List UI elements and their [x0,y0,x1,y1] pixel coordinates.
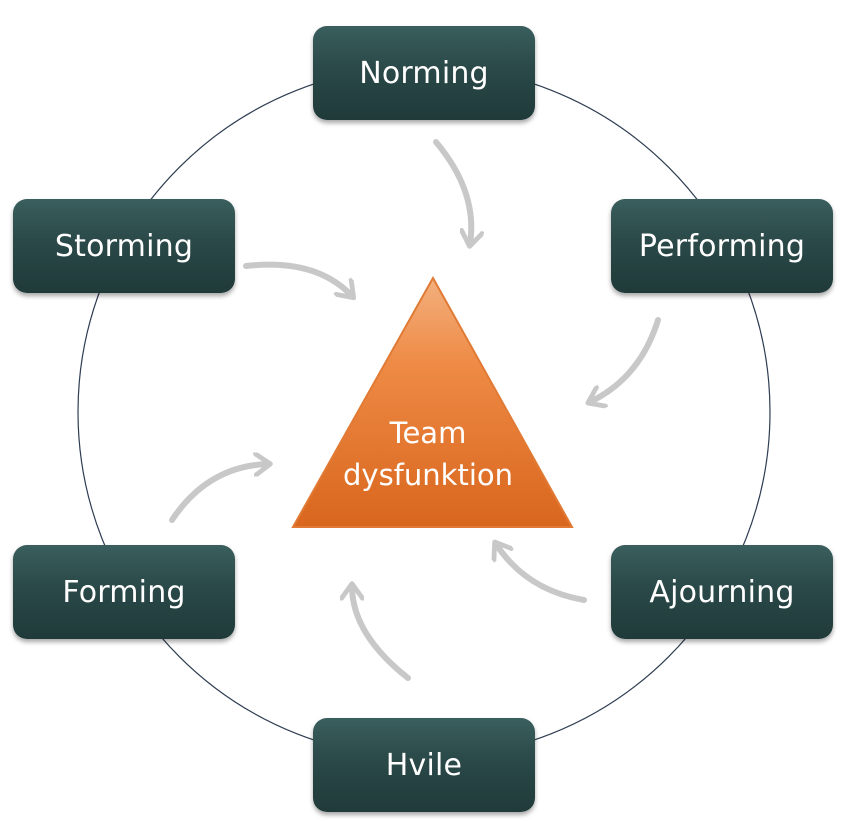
center-triangle [291,275,574,528]
arrow-ajourning-to-center [496,544,587,603]
stage-box-performing: Performing [611,199,833,293]
stage-label-norming: Norming [359,55,489,91]
arrow-forming-to-center [169,464,268,523]
center-label: Team dysfunktion [308,412,548,496]
stage-box-ajourning: Ajourning [611,545,833,639]
stage-label-storming: Storming [54,228,194,264]
stage-label-hvile: Hvile [385,747,463,783]
arrow-norming-to-center [433,139,471,244]
stage-box-storming: Storming [13,199,235,293]
center-label-line1: Team [389,416,467,450]
arrow-hvile-to-center [352,586,411,681]
stage-label-ajourning: Ajourning [649,574,795,610]
stage-box-hvile: Hvile [313,718,535,812]
stage-label-performing: Performing [638,228,806,264]
stage-label-forming: Forming [62,574,186,610]
center-label-line2: dysfunktion [343,458,513,492]
stage-box-forming: Forming [13,545,235,639]
arrow-storming-to-center [243,261,352,296]
stage-box-norming: Norming [313,26,535,120]
arrow-performing-to-center [590,317,661,402]
